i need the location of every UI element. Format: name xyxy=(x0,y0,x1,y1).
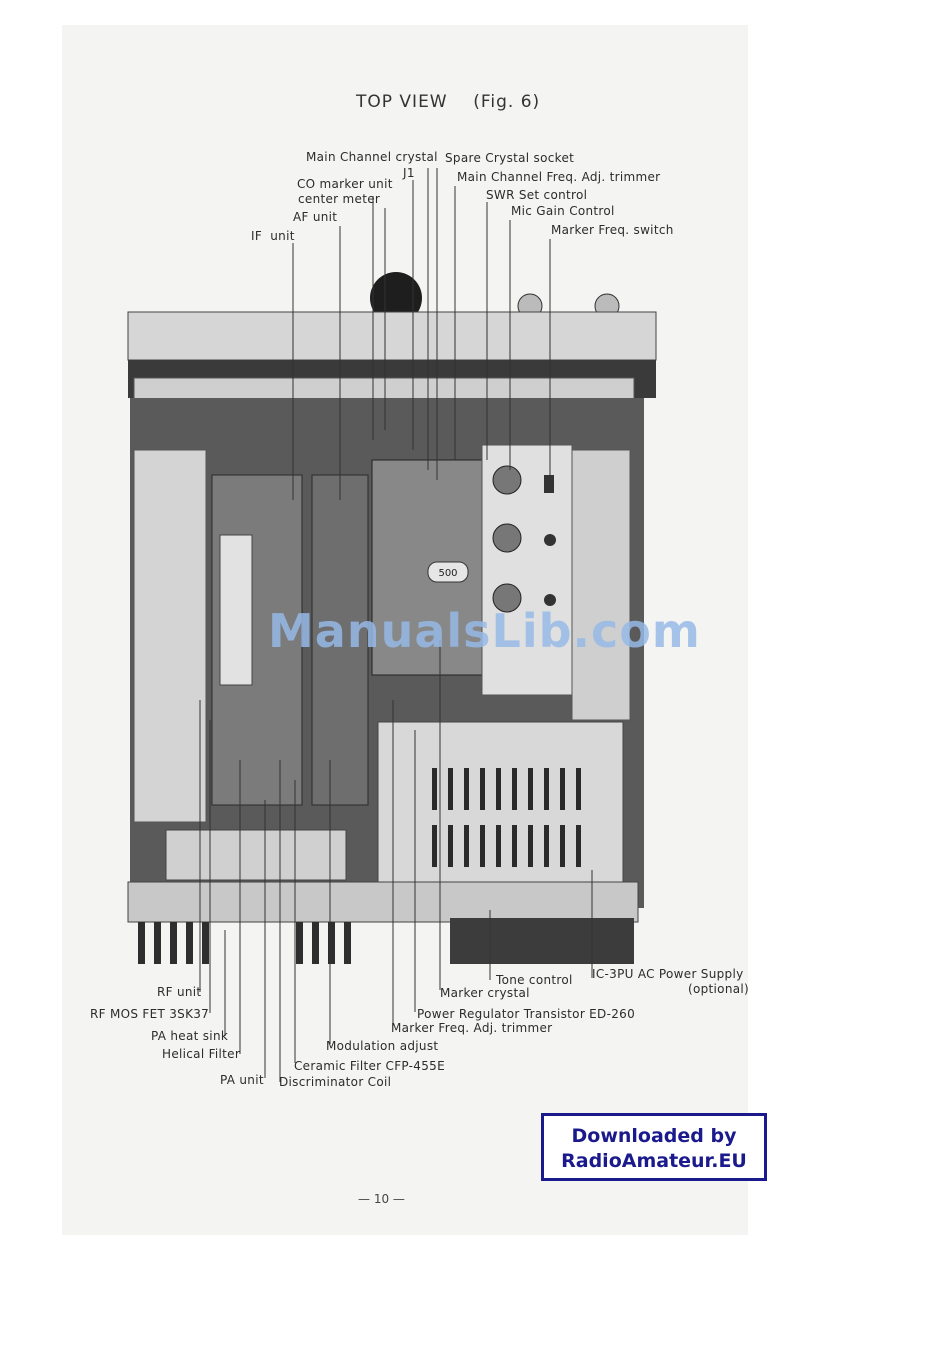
meter-label-text: 500 xyxy=(438,568,457,579)
transceiver-top-view-photo: 500 xyxy=(127,272,657,964)
label-swr-set-control: SWR Set control xyxy=(486,188,588,202)
label-modulation-adjust: Modulation adjust xyxy=(326,1039,439,1053)
download-badge: Downloaded by RadioAmateur.EU xyxy=(541,1113,767,1181)
label-optional: (optional) xyxy=(688,982,749,996)
label-marker-freq-switch: Marker Freq. switch xyxy=(551,223,674,237)
label-pa-heat-sink: PA heat sink xyxy=(151,1029,229,1043)
label-if-unit: IF unit xyxy=(251,229,295,243)
label-power-regulator: Power Regulator Transistor ED-260 xyxy=(417,1007,636,1021)
label-spare-crystal-socket: Spare Crystal socket xyxy=(445,151,575,165)
label-marker-freq-adj: Marker Freq. Adj. trimmer xyxy=(391,1021,553,1035)
label-ic3pu-power-supply: IC-3PU AC Power Supply xyxy=(592,967,744,981)
label-discriminator-coil: Discriminator Coil xyxy=(279,1075,392,1089)
label-marker-crystal: Marker crystal xyxy=(440,986,530,1000)
label-tone-control: Tone control xyxy=(496,973,573,987)
label-center-meter: center meter xyxy=(298,192,381,206)
label-af-unit: AF unit xyxy=(293,210,338,224)
label-rf-unit: RF unit xyxy=(157,985,202,999)
badge-line-1: Downloaded by xyxy=(571,1125,737,1147)
label-ceramic-filter: Ceramic Filter CFP-455E xyxy=(294,1059,445,1073)
label-helical-filter: Helical Filter xyxy=(162,1047,241,1061)
label-pa-unit: PA unit xyxy=(220,1073,264,1087)
label-main-channel-freq-adj: Main Channel Freq. Adj. trimmer xyxy=(457,170,661,184)
label-j1: J1 xyxy=(403,166,415,180)
figure-title: TOP VIEW (Fig. 6) xyxy=(356,92,541,112)
label-co-marker-unit: CO marker unit xyxy=(297,177,393,191)
manualslib-watermark: ManualsLib.com xyxy=(268,604,701,658)
badge-line-2: RadioAmateur.EU xyxy=(561,1150,747,1172)
page-number: — 10 — xyxy=(358,1192,405,1206)
label-rf-mos-fet: RF MOS FET 3SK37 xyxy=(90,1007,210,1021)
label-main-channel-crystal: Main Channel crystal xyxy=(306,150,438,164)
label-mic-gain-control: Mic Gain Control xyxy=(511,204,615,218)
